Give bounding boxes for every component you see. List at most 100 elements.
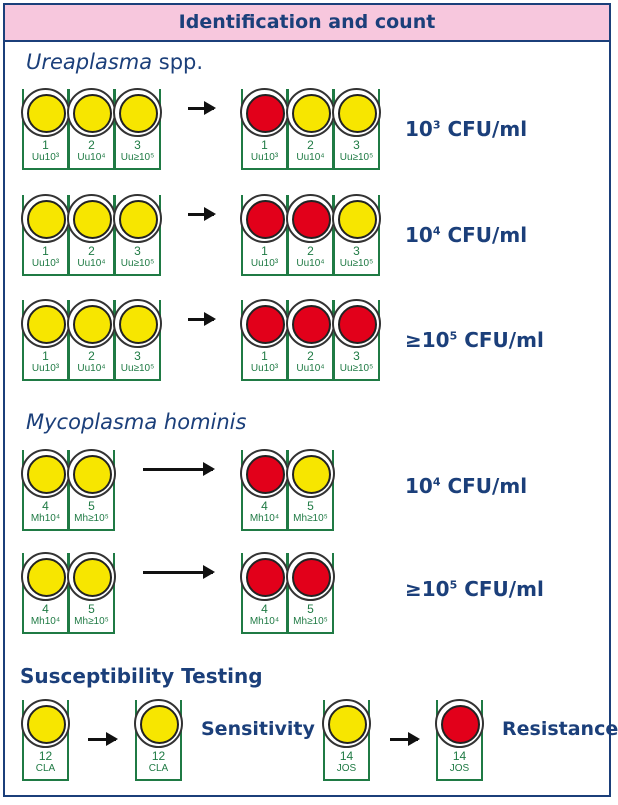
mycoplasma-title: Mycoplasma hominis <box>26 410 246 434</box>
well-number: 1 <box>261 349 268 363</box>
well-cup <box>68 450 115 531</box>
yellow-well-indicator <box>27 200 66 239</box>
well-label: Uu10⁴ <box>296 363 325 374</box>
well-cup <box>333 300 380 381</box>
well-number: 4 <box>42 602 49 616</box>
well-label: Uu≥10⁵ <box>339 152 374 163</box>
well-label: Mh10⁴ <box>30 616 61 627</box>
yellow-well-indicator <box>27 705 66 744</box>
yellow-well-indicator <box>140 705 179 744</box>
well-cup <box>436 700 483 781</box>
well-cup <box>333 89 380 170</box>
yellow-well-indicator <box>27 558 66 597</box>
well-number: 14 <box>339 749 354 763</box>
well-number: 1 <box>261 138 268 152</box>
yellow-well-indicator <box>27 305 66 344</box>
arrow-right-icon <box>390 732 420 746</box>
well-label: Mh≥10⁵ <box>74 513 109 524</box>
well-number: 12 <box>38 749 53 763</box>
red-well-indicator <box>292 305 331 344</box>
result-exponent: 5 <box>449 578 458 592</box>
well-cup <box>323 700 370 781</box>
well-number: 4 <box>261 499 268 513</box>
well-label: Uu10³ <box>250 258 279 269</box>
panel-frame <box>3 3 611 797</box>
well-label: JOS <box>336 763 357 774</box>
arrow-right-icon <box>143 462 215 476</box>
well-cup <box>114 195 161 276</box>
well-cup <box>22 700 69 781</box>
red-well-indicator <box>441 705 480 744</box>
well-cup <box>135 700 182 781</box>
well-number: 4 <box>42 499 49 513</box>
red-well-indicator <box>292 558 331 597</box>
well-number: 3 <box>134 244 141 258</box>
count-result: 104 CFU/ml <box>405 223 527 247</box>
result-exponent: 3 <box>432 118 441 132</box>
well-number: 2 <box>307 244 314 258</box>
well-number: 1 <box>42 138 49 152</box>
red-well-indicator <box>246 455 285 494</box>
well-number: 5 <box>307 602 314 616</box>
well-label: Uu10⁴ <box>77 152 106 163</box>
well-cup <box>114 300 161 381</box>
result-base: 10 <box>405 117 433 141</box>
well-label: Mh10⁴ <box>30 513 61 524</box>
well-number: 4 <box>261 602 268 616</box>
well-number: 1 <box>42 244 49 258</box>
well-number: 2 <box>88 138 95 152</box>
arrow-right-icon <box>188 207 216 221</box>
well-number: 3 <box>353 138 360 152</box>
result-unit: CFU/ml <box>457 328 544 352</box>
yellow-well-indicator <box>27 94 66 133</box>
well-label: CLA <box>148 763 169 774</box>
red-well-indicator <box>338 305 377 344</box>
well-label: Uu10³ <box>250 363 279 374</box>
well-number: 2 <box>307 349 314 363</box>
red-well-indicator <box>246 200 285 239</box>
result-unit: CFU/ml <box>440 117 528 141</box>
well-cup <box>114 89 161 170</box>
well-label: Mh10⁴ <box>249 616 280 627</box>
ureaplasma-title: Ureaplasma spp. <box>26 50 203 74</box>
result-unit: CFU/ml <box>440 474 528 498</box>
well-number: 5 <box>88 499 95 513</box>
red-well-indicator <box>246 94 285 133</box>
yellow-well-indicator <box>292 455 331 494</box>
well-number: 1 <box>261 244 268 258</box>
resistance-label: Resistance <box>502 718 618 740</box>
count-result: ≥105 CFU/ml <box>405 328 544 352</box>
well-number: 2 <box>88 349 95 363</box>
well-number: 5 <box>307 499 314 513</box>
result-exponent: 4 <box>432 224 441 238</box>
well-label: Uu≥10⁵ <box>120 258 155 269</box>
sensitivity-label: Sensitivity <box>201 718 315 740</box>
yellow-well-indicator <box>119 305 158 344</box>
well-label: Uu≥10⁵ <box>120 363 155 374</box>
well-number: 2 <box>88 244 95 258</box>
result-exponent: 5 <box>449 329 458 343</box>
yellow-well-indicator <box>73 455 112 494</box>
well-number: 1 <box>42 349 49 363</box>
well-cup <box>287 450 334 531</box>
well-label: Uu10⁴ <box>296 152 325 163</box>
well-number: 12 <box>151 749 166 763</box>
yellow-well-indicator <box>338 200 377 239</box>
well-label: Uu10³ <box>31 363 60 374</box>
well-cup <box>68 553 115 634</box>
well-label: Uu10⁴ <box>77 258 106 269</box>
result-unit: CFU/ml <box>457 577 544 601</box>
well-label: Uu10⁴ <box>77 363 106 374</box>
